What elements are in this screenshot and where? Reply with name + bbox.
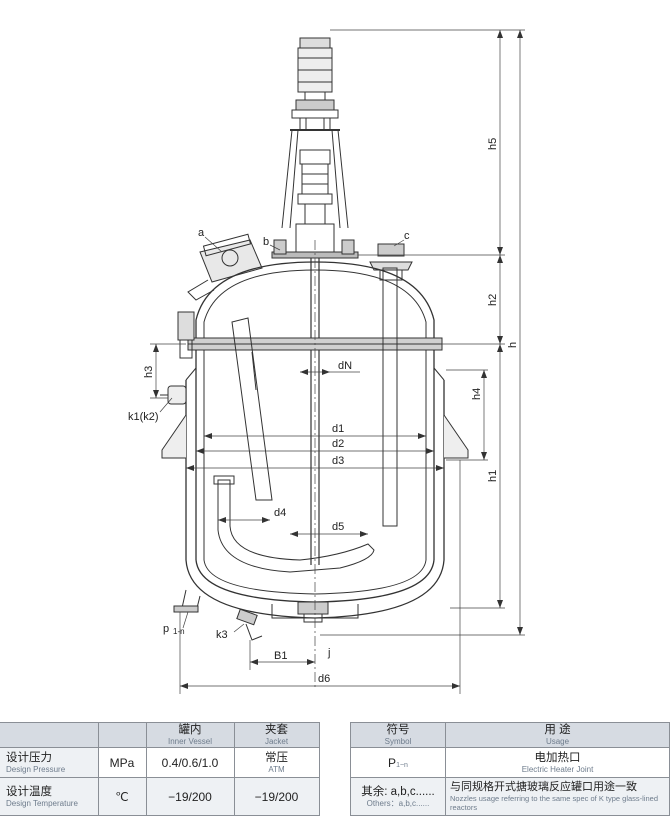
nozzle-header-usage: 用 途 Usage — [445, 722, 670, 748]
dip-tube — [231, 317, 273, 501]
support-lug-left — [161, 414, 187, 459]
label-d6: d6 — [318, 673, 330, 685]
label-a: a — [198, 227, 205, 239]
spec-row-pressure-inner: 0.4/0.6/1.0 — [145, 747, 235, 778]
nozzle-header-symbol: 符号 Symbol — [350, 722, 446, 748]
label-k1k2: k1(k2) — [128, 411, 159, 423]
spec-header-inner: 罐内 Inner Vessel — [145, 722, 235, 748]
label-d4: d4 — [274, 507, 286, 519]
spec-header-blank-2 — [97, 722, 147, 748]
spec-header-jacket: 夹套 Jacket — [233, 722, 320, 748]
nozzle-table: 符号 Symbol 用 途 Usage P1~n 电加热口 Electric H… — [350, 722, 670, 816]
spec-row-pressure-unit: MPa — [97, 747, 147, 778]
nozzle-a — [187, 233, 263, 301]
spec-row-temp-unit: ℃ — [97, 777, 147, 816]
label-c: c — [404, 230, 410, 242]
spec-row-pressure-jacket: 常压 ATM — [233, 747, 320, 778]
motor — [297, 37, 333, 101]
nozzle-row-heater-symbol: P1~n — [350, 747, 446, 778]
nozzle-k1-k2 — [160, 385, 187, 405]
label-h1: h1 — [487, 470, 499, 482]
nozzle-row-others-symbol: 其余: a,b,c...... Others：a,b,c...... — [350, 777, 446, 816]
nozzle-k3 — [236, 608, 263, 641]
nozzle-row-heater-usage: 电加热口 Electric Heater Joint — [445, 747, 670, 778]
thermometer-tube — [382, 267, 398, 527]
label-p-sub: 1-n — [173, 627, 185, 636]
agitator-blade — [217, 479, 375, 573]
label-h2: h2 — [487, 294, 499, 306]
label-j: j — [327, 647, 330, 659]
support-frame — [281, 129, 349, 253]
reactor-drawing: a b c h5 h2 h h4 h1 h3 dN d1 d2 d3 d4 d5… — [128, 29, 525, 694]
support-lug-right — [443, 414, 469, 459]
label-d1: d1 — [332, 423, 344, 435]
label-d2: d2 — [332, 438, 344, 450]
side-valve — [177, 311, 195, 359]
label-k3: k3 — [216, 629, 228, 641]
bolt-right — [341, 239, 355, 255]
nozzle-row-others-usage: 与同规格开式搪玻璃反应罐口用途一致 Nozzles usage referrin… — [445, 777, 670, 816]
label-p: p — [163, 623, 169, 635]
label-d5: d5 — [332, 521, 344, 533]
label-d3: d3 — [332, 455, 344, 467]
label-b: b — [263, 236, 269, 248]
spec-table: 罐内 Inner Vessel 夹套 Jacket 设计压力 Design Pr… — [0, 722, 320, 816]
label-h: h — [507, 342, 519, 348]
label-h4: h4 — [471, 388, 483, 400]
heater-nozzle — [173, 589, 201, 613]
label-B1: B1 — [274, 650, 287, 662]
spec-row-temp-jacket: −19/200 — [233, 777, 320, 816]
label-dN: dN — [338, 360, 352, 372]
label-h5: h5 — [487, 138, 499, 150]
spec-row-temp-inner: −19/200 — [145, 777, 235, 816]
nozzle-c — [369, 243, 413, 281]
spec-row-pressure-label: 设计压力 Design Pressure — [0, 747, 99, 778]
label-h3: h3 — [143, 366, 155, 378]
spec-row-temp-label: 设计温度 Design Temperature — [0, 777, 99, 816]
spec-header-blank — [0, 722, 99, 748]
bolt-left — [273, 239, 287, 255]
reducer — [291, 99, 339, 131]
